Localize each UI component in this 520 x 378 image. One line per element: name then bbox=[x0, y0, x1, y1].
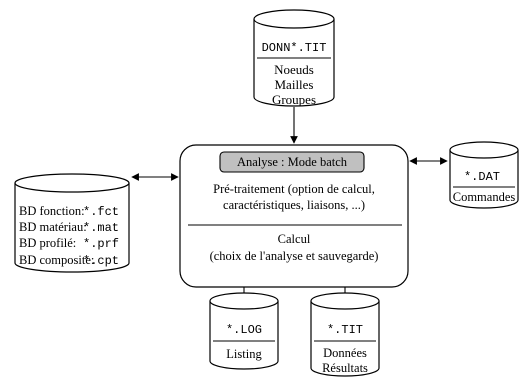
log-database: *.LOG Listing bbox=[209, 292, 279, 370]
main-box-header bbox=[219, 151, 365, 173]
pre-processing-line-2: caractéristiques, liaisons, ...) bbox=[223, 198, 365, 212]
tit-db-line-1: Données bbox=[323, 346, 367, 360]
right-db-code: *.DAT bbox=[464, 170, 500, 184]
top-database-line-1: Noeuds bbox=[274, 62, 314, 77]
left-database: BD fonction: *.fct BD matériau: *.mat BD… bbox=[14, 173, 130, 273]
left-db-label-4: BD composite: bbox=[19, 253, 94, 267]
top-database: DONN*.TIT Noeuds Mailles Groupes bbox=[253, 9, 335, 107]
calculation-line-2: (choix de l'analyse et sauvegarde) bbox=[210, 249, 379, 263]
left-db-label-2: BD matériau: bbox=[19, 220, 87, 234]
calculation-line-1: Calcul bbox=[278, 232, 311, 246]
left-db-label-1: BD fonction: bbox=[19, 204, 85, 218]
left-db-label-3: BD profilé: bbox=[19, 236, 76, 250]
top-database-line-2: Mailles bbox=[275, 77, 314, 92]
top-database-code: DONN*.TIT bbox=[262, 41, 327, 55]
left-db-ext-1: *.fct bbox=[83, 205, 119, 219]
top-database-line-3: Groupes bbox=[272, 92, 316, 107]
right-database: *.DAT Commandes bbox=[449, 141, 519, 209]
log-db-label: Listing bbox=[226, 347, 262, 361]
tit-db-code: *.TIT bbox=[327, 323, 363, 337]
tit-db-line-2: Résultats bbox=[322, 361, 368, 375]
main-box-header-label: Analyse : Mode batch bbox=[237, 155, 348, 169]
left-db-ext-4: *.cpt bbox=[83, 254, 119, 268]
main-process-box: Analyse : Mode batch Pré-traitement (opt… bbox=[179, 144, 409, 288]
left-db-ext-3: *.prf bbox=[83, 237, 119, 251]
log-db-code: *.LOG bbox=[226, 323, 262, 337]
right-db-label: Commandes bbox=[453, 190, 516, 204]
pre-processing-line-1: Pré-traitement (option de calcul, bbox=[213, 182, 375, 196]
left-db-ext-2: *.mat bbox=[83, 221, 119, 235]
tit-database: *.TIT Données Résultats bbox=[310, 292, 380, 377]
